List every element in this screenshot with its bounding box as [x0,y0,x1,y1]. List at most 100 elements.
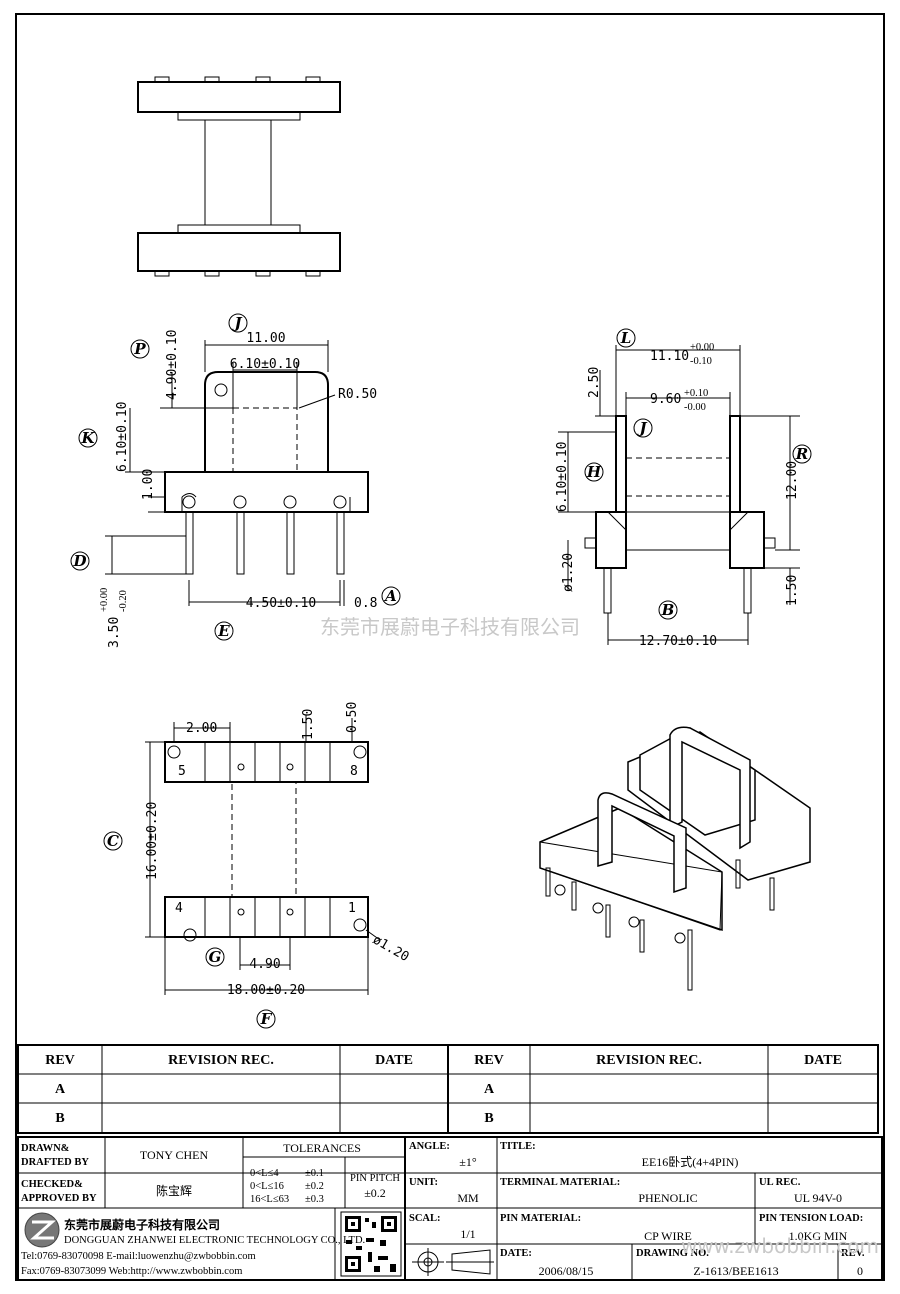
dim-11-10-tol-up: +0.00 [690,342,714,353]
tol-range-1: 0<L≤4 [250,1168,279,1179]
scale-value: 1/1 [460,1227,475,1241]
date-value: 2006/08/15 [539,1264,594,1278]
rev-header-2: REV [474,1053,504,1068]
callout-E: E [217,622,230,640]
unit-label: UNIT: [409,1177,438,1188]
qr-code [340,1211,402,1277]
front-dims [105,340,345,606]
revision-table: REV REVISION REC. DATE REV REVISION REC.… [45,1053,842,1126]
dim-16-00: 16.00±0.20 [145,802,160,880]
top-flange-lip-lower [177,224,301,234]
dim-3-50: 3.50 [107,617,122,648]
callout-K: K [80,429,95,447]
drawn-label-2: DRAFTED BY [21,1157,89,1168]
company-name-en: DONGGUAN ZHANWEI ELECTRONIC TECHNOLOGY C… [64,1235,365,1246]
dim-2-50: 2.50 [587,367,602,398]
iso-flange-front [597,792,687,894]
dim-d1-20-bot: ø1.20 [370,932,411,965]
dim-0-50: 0.50 [345,702,360,733]
revision-header-1: REVISION REC. [168,1053,274,1068]
watermark-url: www.zwbobbin.com [681,1234,879,1258]
date-header-2: DATE [804,1053,842,1068]
tol-value-3: ±0.3 [305,1194,324,1205]
callout-B: B [661,601,675,619]
front-pins [185,511,345,575]
company-name-cn: 东莞市展蔚电子科技有限公司 [64,1217,220,1232]
front-top-arch [204,371,329,472]
dim-3-50-tol-dn: -0.20 [118,590,129,612]
callout-J: J [231,314,242,332]
dim-6-10: 6.10±0.10 [230,357,300,372]
side-flange-right [729,415,741,513]
angle-value: ±1° [459,1155,477,1169]
pin-material-value: CP WIRE [644,1229,692,1243]
top-flange-lip-upper [177,111,301,121]
tol-range-3: 16<L≤63 [250,1194,289,1205]
rev-row-a-1: A [55,1082,66,1097]
title-block: DRAWN& DRAFTED BY TONY CHEN CHECKED& APP… [21,1141,865,1278]
front-base [164,471,369,513]
pin-5-label: 5 [178,764,186,779]
callout-R: R [795,445,808,463]
scale-label: SCAL: [409,1213,441,1224]
front-hole [214,383,228,397]
bottom-pin-cells [167,742,367,942]
dim-6-10-v: 6.10±0.10 [115,402,130,472]
dim-4-90: 4.90±0.10 [165,330,180,400]
pin-material-label: PIN MATERIAL: [500,1213,581,1224]
dim-2-00: 2.00 [186,721,217,736]
terminal-material-label: TERMINAL MATERIAL: [500,1177,620,1188]
ul-rec-label: UL REC. [759,1177,801,1188]
title-label: TITLE: [500,1141,536,1152]
top-flange-upper [137,81,341,113]
dim-9-60: 9.60 [650,392,681,407]
pin-8-label: 8 [350,764,358,779]
date-label: DATE: [500,1248,532,1259]
dim-12-70: 12.70±0.10 [639,634,717,649]
dim-11: 11.00 [246,331,285,346]
front-view [105,340,369,606]
unit-value: MM [457,1191,479,1205]
sheet-border [15,13,885,1281]
callouts: J P K D E A L J R H B C G F [70,313,812,1029]
company-fax: Fax:0769-83073099 Web:http://www.zwbobbi… [21,1266,242,1277]
tol-value-1: ±0.1 [305,1168,324,1179]
dim-6-10-side: 6.10±0.10 [555,442,570,512]
rev-row-b-2: B [484,1111,493,1126]
side-base-left [595,511,627,569]
dim-12-00: 12.00 [785,461,800,500]
pin-4-label: 4 [175,901,183,916]
rev-row-b-1: B [55,1111,64,1126]
rev-header-1: REV [45,1053,75,1068]
terminal-material-value: PHENOLIC [638,1191,697,1205]
bottom-view [145,715,381,995]
side-flange-left [615,415,627,513]
side-dims [558,345,800,645]
dim-9-60-tol-dn: -0.00 [684,402,706,413]
dim-18-00: 18.00±0.20 [227,983,305,998]
title-block-frame [17,1044,883,1281]
pin-tension-value: 1.0KG MIN [789,1229,848,1243]
dim-11-10-tol-dn: -0.10 [690,356,712,367]
front-base-notches [181,493,351,512]
tolerances-label: TOLERANCES [283,1141,361,1155]
side-pin-left [603,567,612,614]
pin-1-label: 1 [348,901,356,916]
top-core [204,119,272,226]
iso-pins [545,859,775,991]
callout-C: C [107,832,119,850]
side-view [558,345,800,645]
dim-1-00: 1.00 [141,469,156,500]
bottom-flange-lower [164,896,369,938]
bottom-flange-upper [164,741,369,783]
tol-value-2: ±0.2 [305,1181,324,1192]
dim-9-60-tol-up: +0.10 [684,388,708,399]
drawing-no-value: Z-1613/BEE1613 [693,1264,778,1278]
rev-label: REV. [841,1248,865,1259]
rev-row-a-2: A [484,1082,495,1097]
checked-label-1: CHECKED& [21,1179,83,1190]
drawing-no-label: DRAWING NO. [636,1248,709,1259]
dim-1-50: 1.50 [785,575,800,606]
company-logo [24,1212,60,1248]
